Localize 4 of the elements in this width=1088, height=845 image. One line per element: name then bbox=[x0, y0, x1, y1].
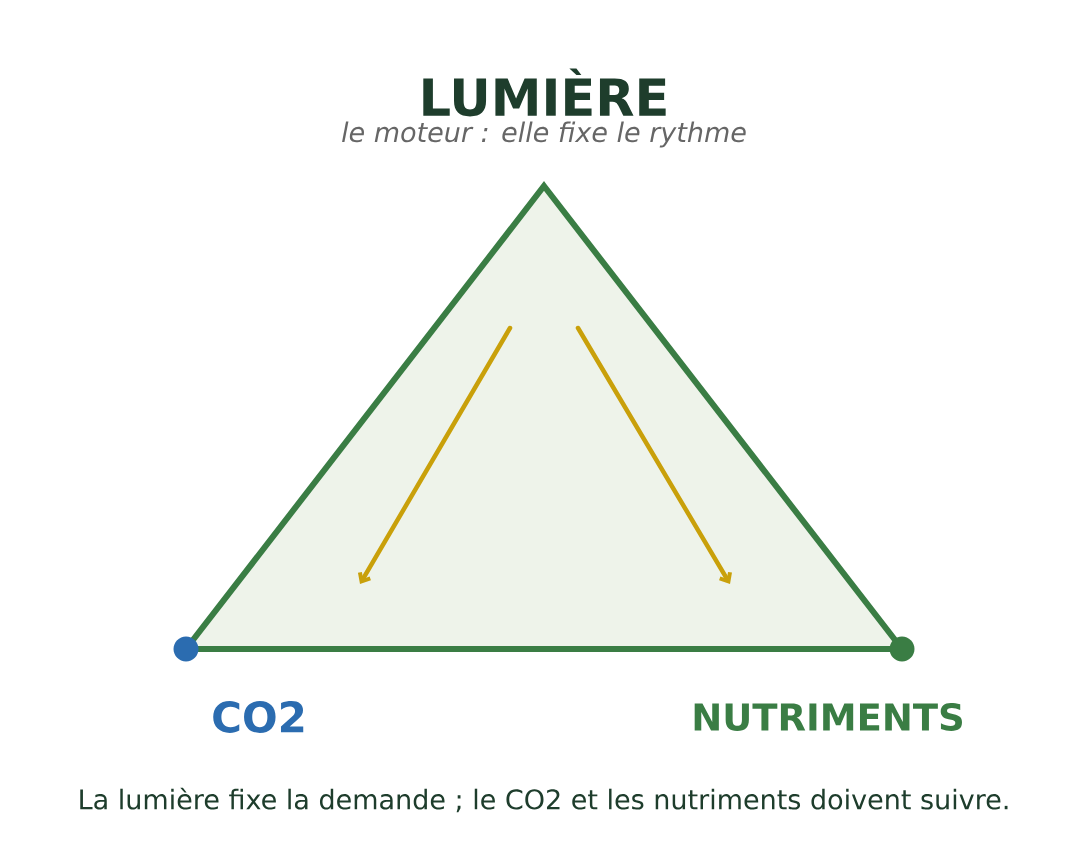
vertex-label: CO2 bbox=[213, 701, 304, 733]
heading-label: LUMIÈRE le moteur : elle fixe le rythme bbox=[342, 68, 746, 148]
vertex-label: NUTRIMENTS bbox=[694, 703, 962, 731]
caption: La lumière fixe la demande ; le CO2 et les nutriments doivent suivre. bbox=[80, 787, 1008, 813]
